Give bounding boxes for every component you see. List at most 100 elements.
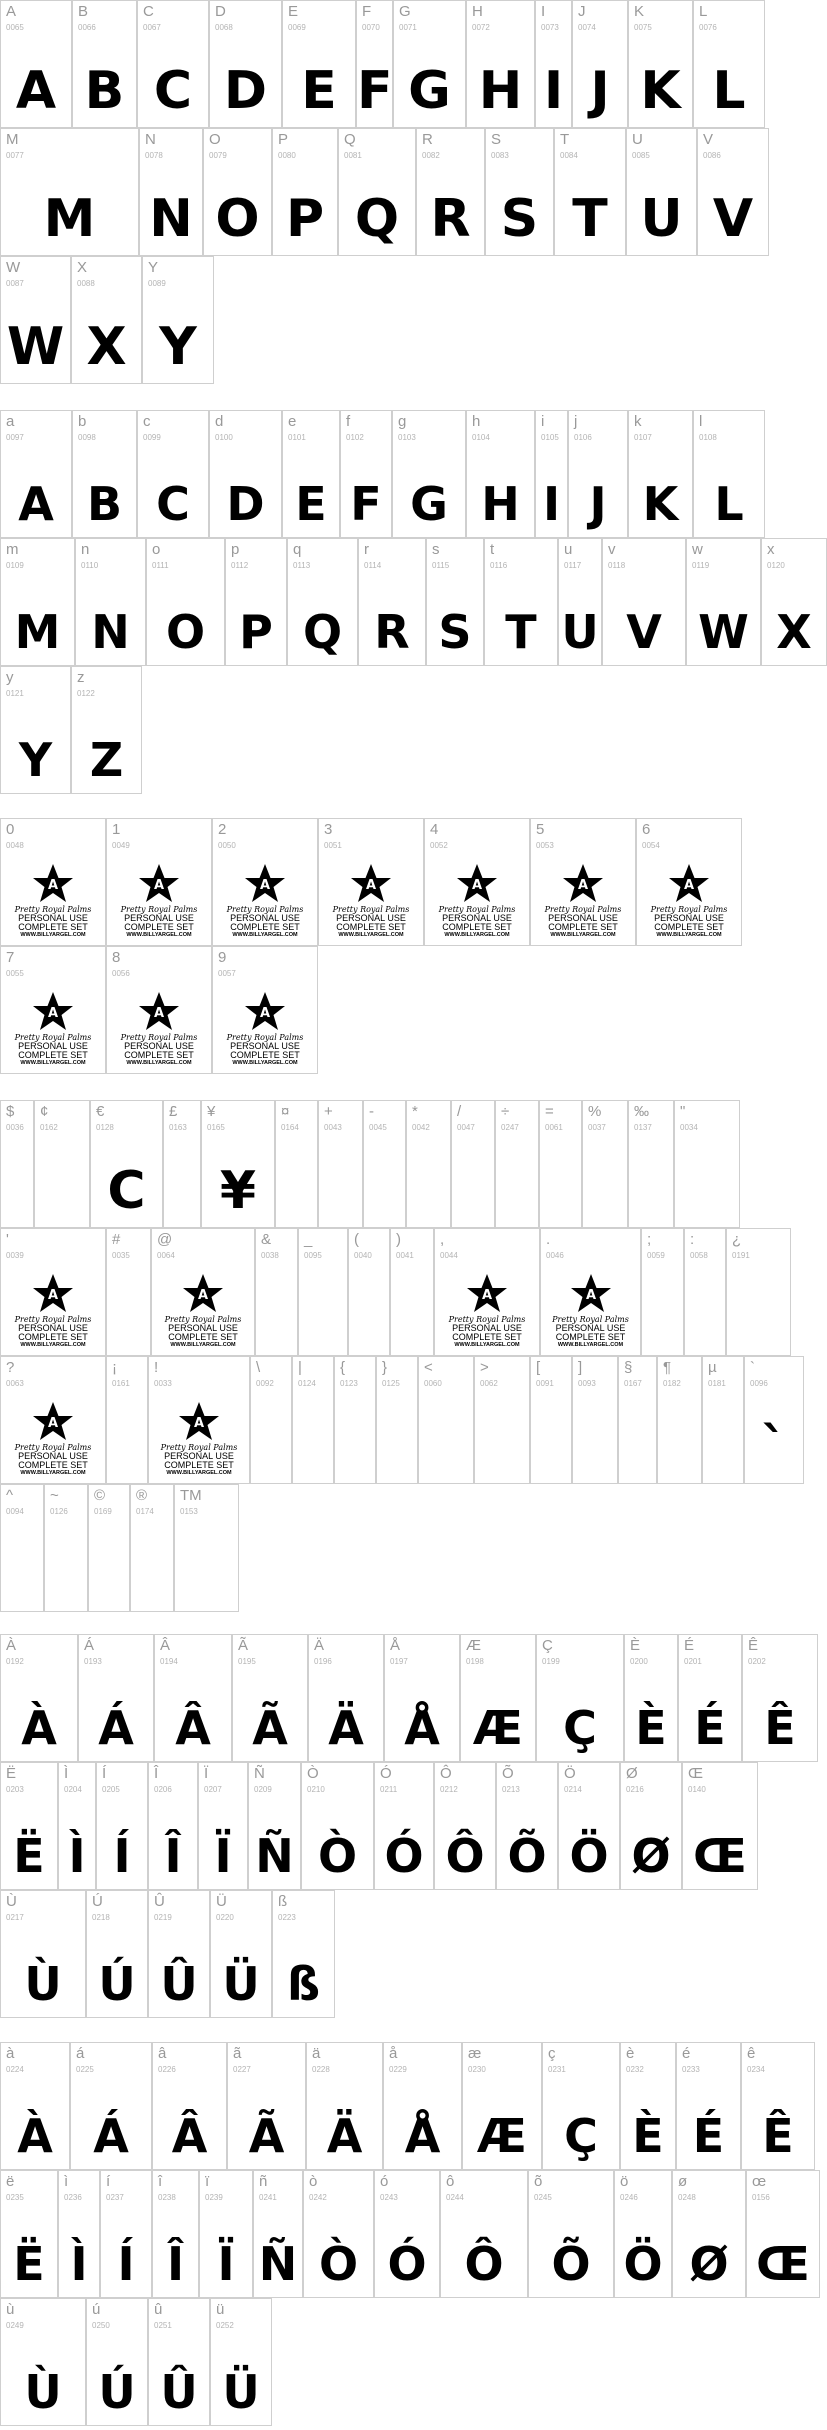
glyph-cell[interactable]: (0040	[348, 1228, 390, 1356]
glyph-cell[interactable]: -0045	[363, 1100, 406, 1228]
glyph-cell[interactable]: [0091	[530, 1356, 572, 1484]
glyph-cell[interactable]: <0060	[418, 1356, 474, 1484]
glyph-cell[interactable]: :0058	[684, 1228, 726, 1356]
glyph-cell[interactable]: ;0059	[641, 1228, 684, 1356]
glyph-cell[interactable]: }0125	[376, 1356, 418, 1484]
glyph-cell[interactable]: %0037	[582, 1100, 628, 1228]
glyph-cell[interactable]: ¿0191	[726, 1228, 791, 1356]
glyph-cell[interactable]: =0061	[539, 1100, 582, 1228]
glyph-cell[interactable]: &0038	[255, 1228, 298, 1356]
glyph-cell[interactable]: ÷0247	[495, 1100, 539, 1228]
glyph-cell[interactable]: ¶0182	[657, 1356, 702, 1484]
glyph-cell[interactable]: `0096`	[744, 1356, 804, 1484]
glyph-cell[interactable]: ~0126	[44, 1484, 88, 1612]
glyph-cell[interactable]: #0035	[106, 1228, 151, 1356]
glyph-cell[interactable]: ¢0162	[34, 1100, 90, 1228]
glyph-cell[interactable]: {0123	[334, 1356, 376, 1484]
glyph-cell[interactable]: ©0169	[88, 1484, 130, 1612]
glyph-cell[interactable]: ®0174	[130, 1484, 174, 1612]
glyph-cell[interactable]: \0092	[250, 1356, 292, 1484]
glyph-cell[interactable]: ‰0137	[628, 1100, 674, 1228]
glyph-cell[interactable]: +0043	[318, 1100, 363, 1228]
